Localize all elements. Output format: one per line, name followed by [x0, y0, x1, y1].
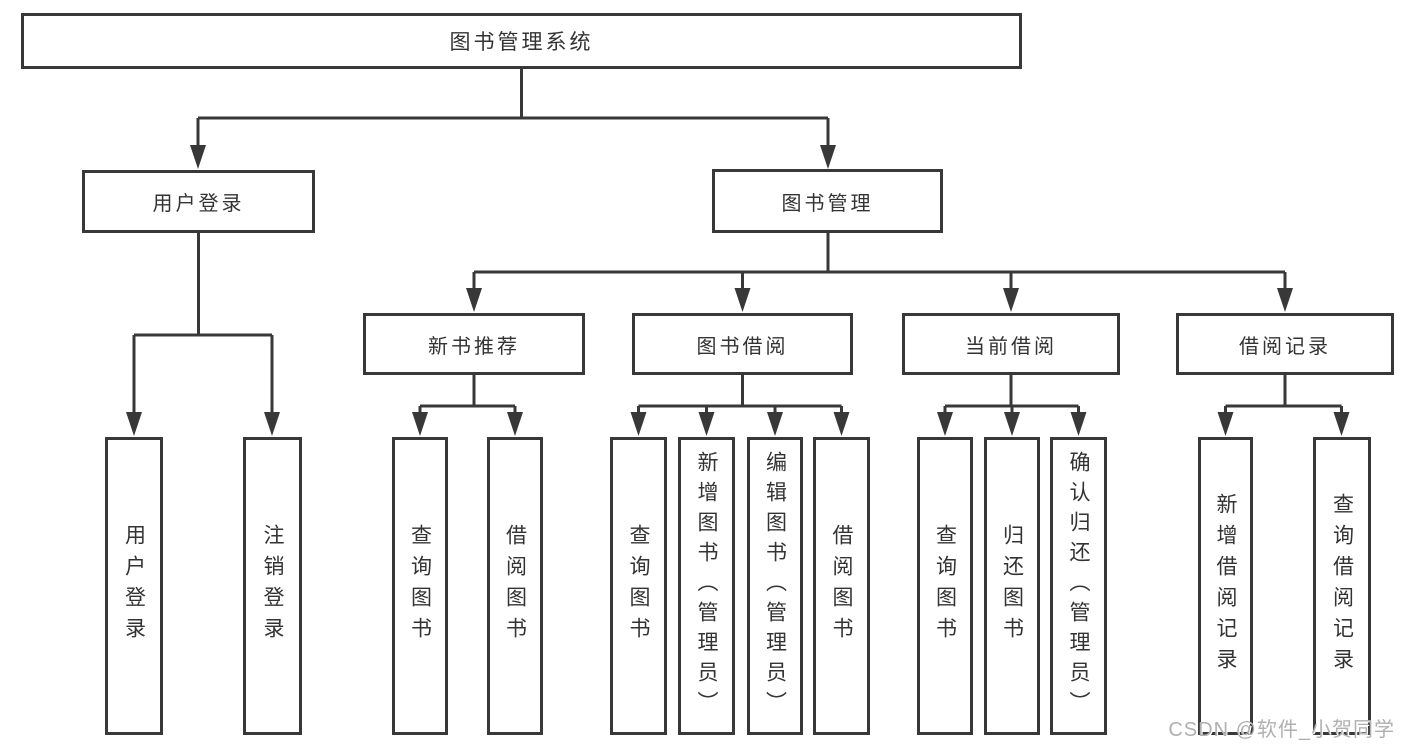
- leaf-query-books-current: 查询图书: [917, 437, 973, 735]
- leaf-label: 确认归还（管理员）: [1067, 451, 1090, 721]
- leaf-add-book-admin: 新增图书（管理员）: [678, 437, 735, 735]
- node-library-system: 图书管理系统: [21, 13, 1022, 69]
- leaf-borrow-books-recommend: 借阅图书: [487, 437, 543, 735]
- node-book-management: 图书管理: [712, 169, 943, 233]
- node-user-login: 用户登录: [82, 170, 315, 233]
- leaf-label: 注销登录: [261, 524, 284, 648]
- leaf-label: 编辑图书（管理员）: [763, 451, 787, 721]
- leaf-query-books-borrow: 查询图书: [610, 437, 667, 735]
- leaf-borrow-books: 借阅图书: [813, 437, 870, 735]
- leaf-label: 查询图书: [627, 524, 650, 648]
- node-current-borrowing: 当前借阅: [902, 313, 1120, 375]
- leaf-label: 借阅图书: [503, 524, 527, 648]
- leaf-label: 查询图书: [408, 524, 432, 648]
- leaf-label: 归还图书: [1000, 524, 1024, 648]
- node-borrowing-records: 借阅记录: [1176, 313, 1394, 375]
- leaf-confirm-return-admin: 确认归还（管理员）: [1050, 437, 1107, 735]
- leaf-label: 借阅图书: [830, 524, 853, 648]
- leaf-label: 查询借阅记录: [1330, 493, 1354, 679]
- leaf-label: 用户登录: [122, 524, 146, 648]
- leaf-query-books-recommend: 查询图书: [392, 437, 448, 735]
- node-new-book-recommendation: 新书推荐: [363, 313, 585, 375]
- leaf-label: 新增借阅记录: [1214, 493, 1237, 679]
- leaf-edit-book-admin: 编辑图书（管理员）: [747, 437, 803, 735]
- leaf-logout: 注销登录: [243, 437, 302, 735]
- leaf-query-borrow-record: 查询借阅记录: [1313, 437, 1371, 735]
- leaf-user-login: 用户登录: [105, 437, 163, 735]
- leaf-add-borrow-record: 新增借阅记录: [1198, 437, 1253, 735]
- leaf-label: 查询图书: [933, 524, 957, 648]
- leaf-label: 新增图书（管理员）: [695, 451, 718, 721]
- leaf-return-books: 归还图书: [984, 437, 1040, 735]
- node-book-borrowing: 图书借阅: [632, 313, 853, 375]
- watermark: CSDN @软件_小贺同学: [1168, 719, 1395, 741]
